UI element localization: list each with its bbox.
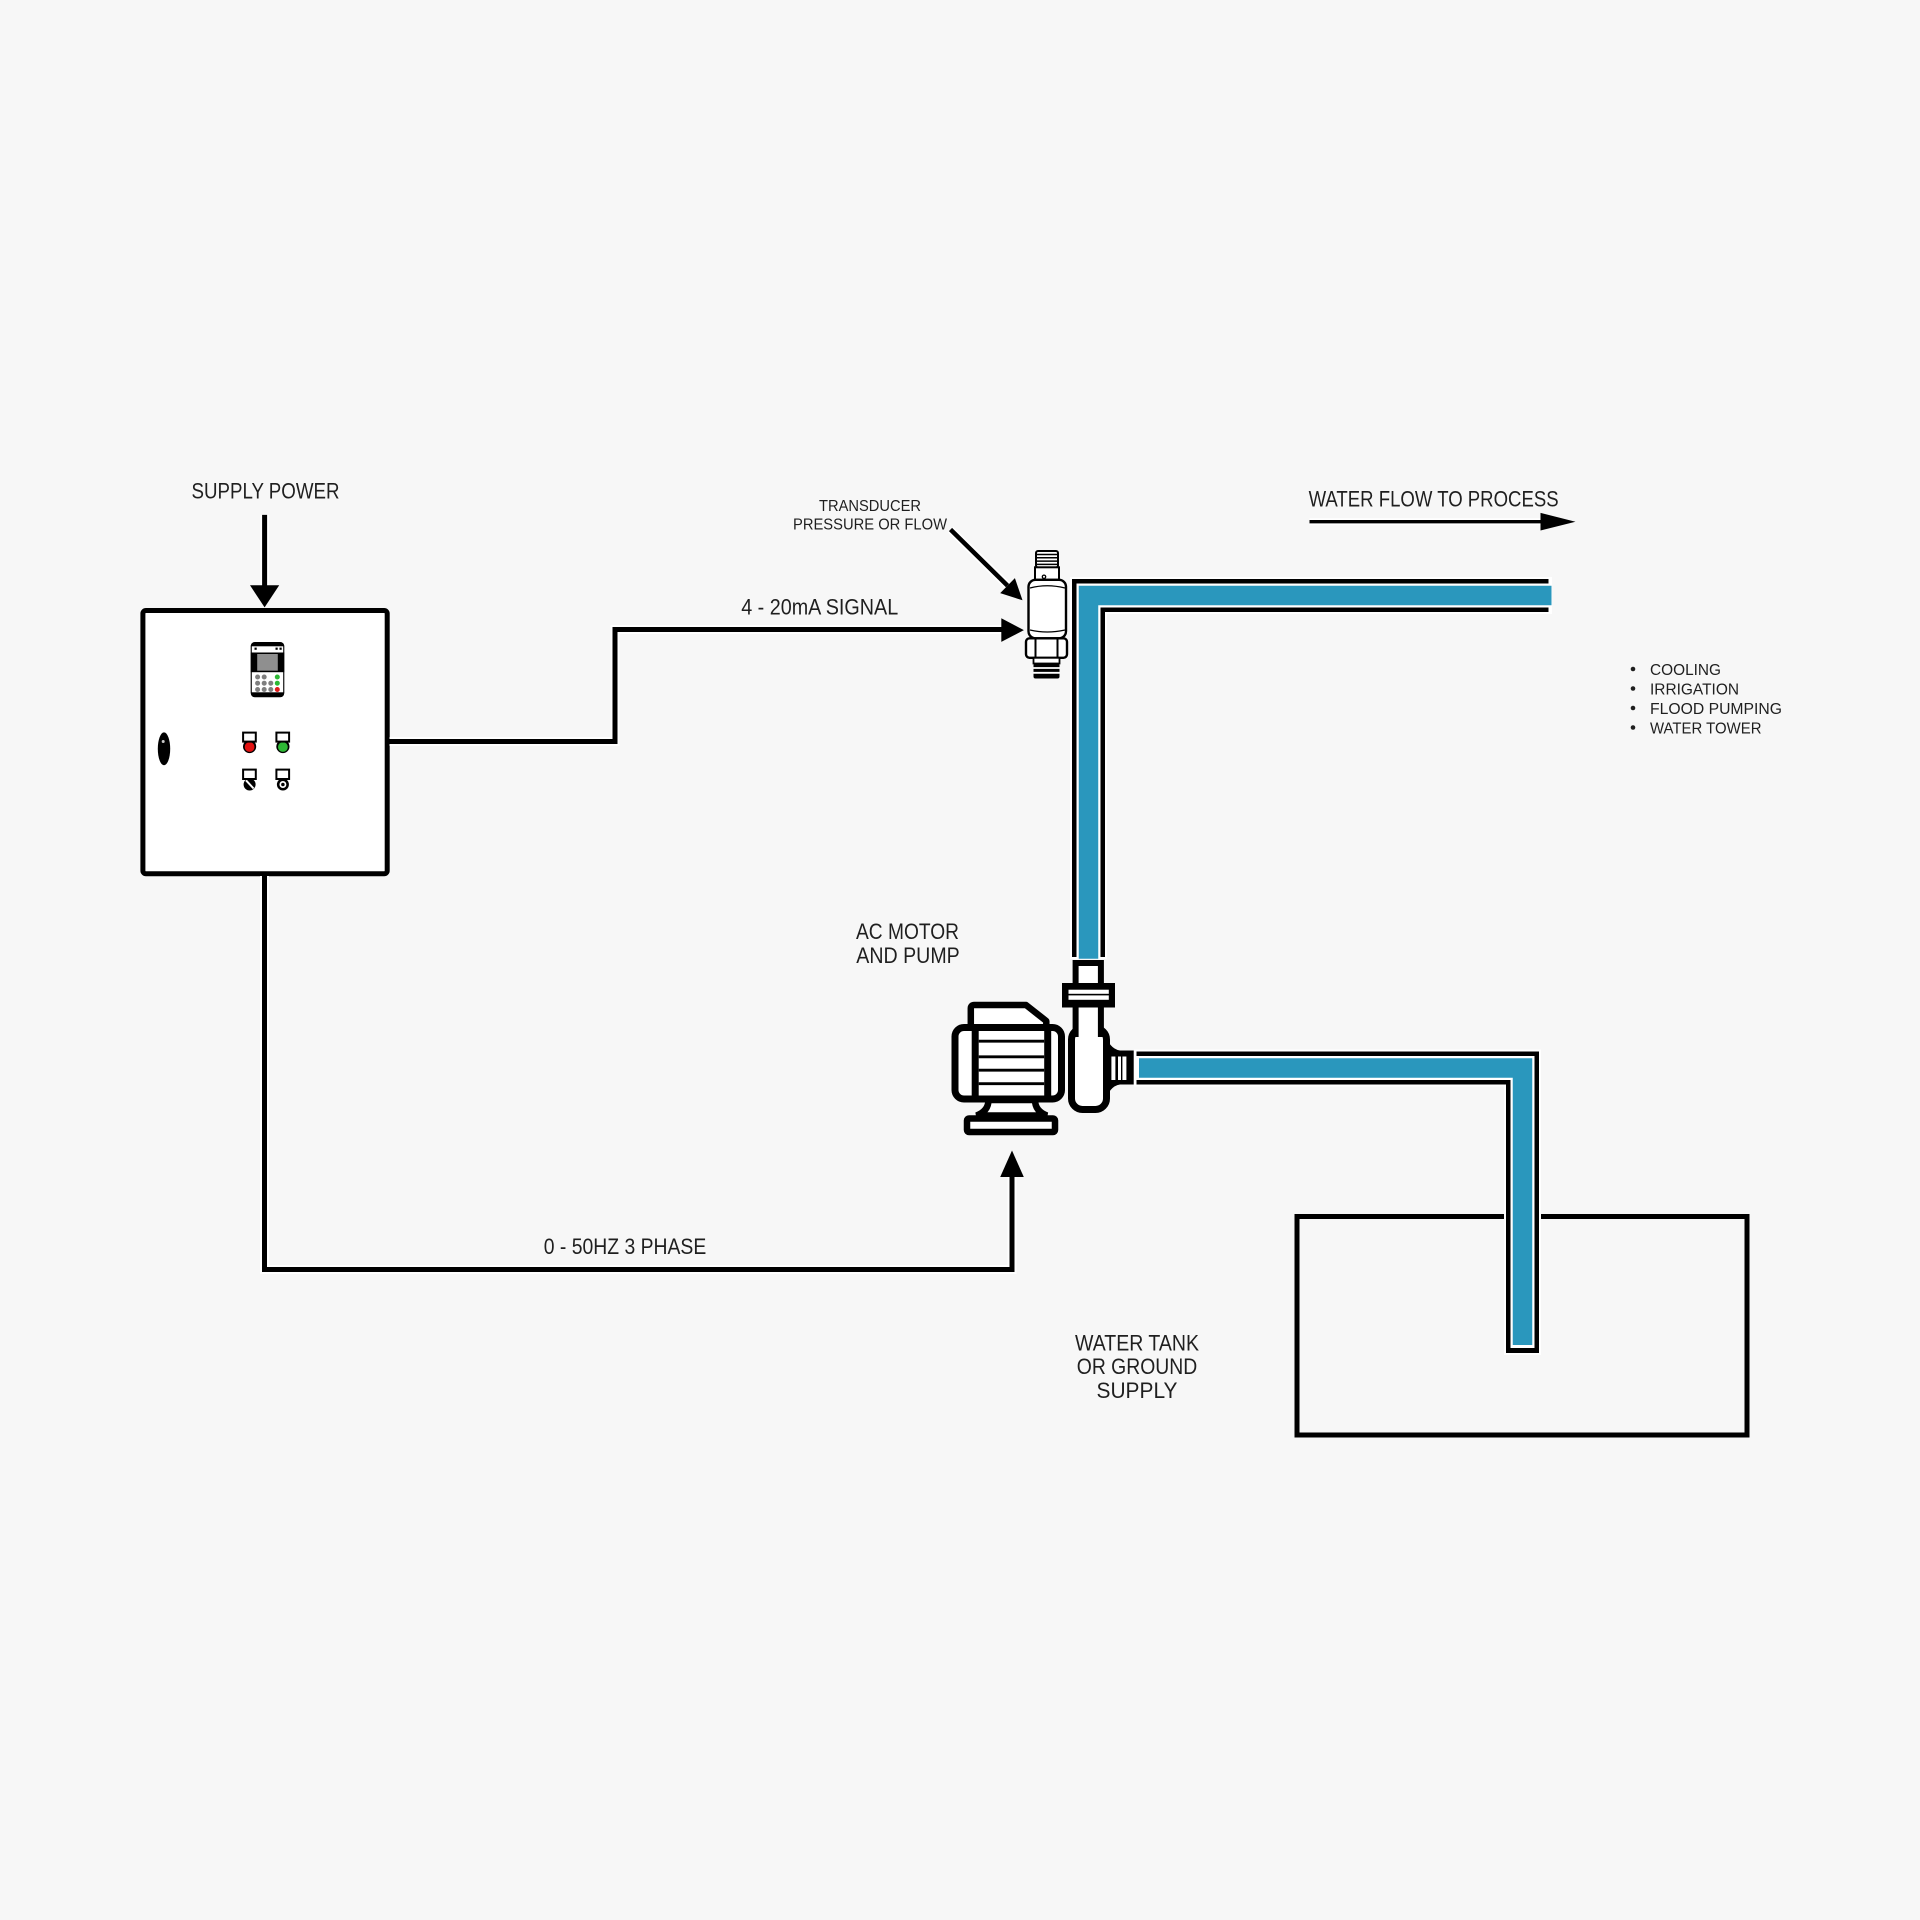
svg-text:TRANSDUCER: TRANSDUCER	[819, 498, 921, 515]
svg-text:IRRIGATION: IRRIGATION	[1650, 682, 1739, 699]
svg-text:PRESSURE OR FLOW: PRESSURE OR FLOW	[793, 517, 948, 534]
svg-text:WATER TANK: WATER TANK	[1075, 1330, 1199, 1355]
svg-text:AND PUMP: AND PUMP	[856, 943, 960, 968]
svg-text:FLOOD PUMPING: FLOOD PUMPING	[1650, 701, 1782, 718]
svg-text:COOLING: COOLING	[1650, 662, 1721, 679]
svg-text:AC MOTOR: AC MOTOR	[856, 919, 959, 944]
svg-text:SUPPLY: SUPPLY	[1097, 1378, 1178, 1403]
svg-text:WATER TOWER: WATER TOWER	[1650, 721, 1762, 738]
svg-text:OR GROUND: OR GROUND	[1077, 1354, 1198, 1379]
svg-text:4 - 20mA SIGNAL: 4 - 20mA SIGNAL	[741, 595, 898, 620]
svg-text:0 - 50HZ 3 PHASE: 0 - 50HZ 3 PHASE	[544, 1234, 707, 1259]
svg-text:SUPPLY POWER: SUPPLY POWER	[192, 479, 340, 504]
svg-text:WATER FLOW TO PROCESS: WATER FLOW TO PROCESS	[1309, 487, 1559, 512]
